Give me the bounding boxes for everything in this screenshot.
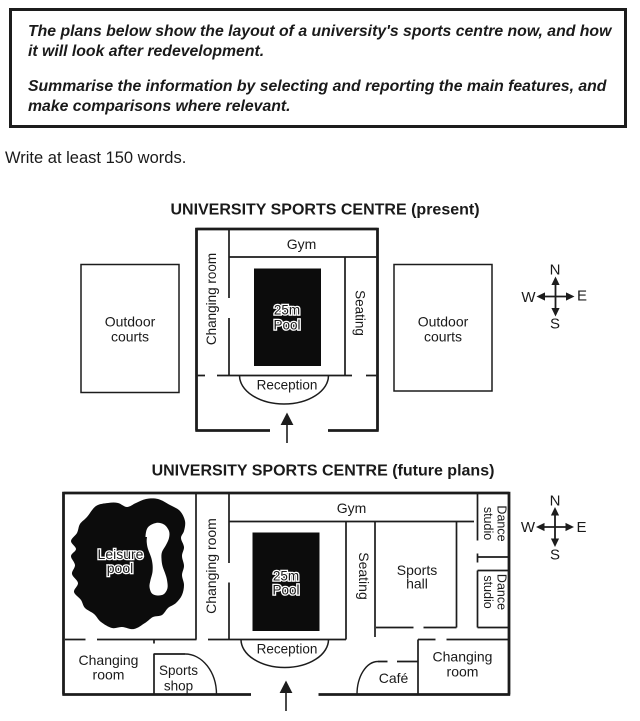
svg-text:N: N <box>550 493 561 510</box>
svg-text:E: E <box>576 519 586 536</box>
svg-text:E: E <box>577 288 587 305</box>
svg-text:Pool: Pool <box>272 583 299 598</box>
svg-text:UNIVERSITY SPORTS CENTRE (pres: UNIVERSITY SPORTS CENTRE (present) <box>170 202 479 219</box>
svg-text:room: room <box>447 664 479 680</box>
svg-text:hall: hall <box>406 576 428 592</box>
svg-text:Changing room: Changing room <box>203 518 219 614</box>
svg-text:Seating: Seating <box>356 552 372 599</box>
svg-text:S: S <box>550 316 560 333</box>
svg-text:studio: studio <box>481 575 495 608</box>
svg-text:Dance: Dance <box>495 505 509 541</box>
svg-text:25m: 25m <box>273 569 299 584</box>
svg-text:W: W <box>521 519 536 536</box>
svg-text:Dance: Dance <box>495 574 509 610</box>
svg-text:Leisure: Leisure <box>98 546 144 562</box>
svg-text:courts: courts <box>424 329 462 345</box>
svg-text:Sports: Sports <box>397 562 437 578</box>
svg-text:Changing: Changing <box>433 649 493 665</box>
svg-text:pool: pool <box>107 560 133 576</box>
svg-text:Gym: Gym <box>287 236 317 252</box>
svg-text:W: W <box>521 289 536 306</box>
svg-text:UNIVERSITY SPORTS CENTRE (futu: UNIVERSITY SPORTS CENTRE (future plans) <box>152 463 495 480</box>
svg-text:Gym: Gym <box>337 500 367 516</box>
svg-text:Outdoor: Outdoor <box>105 314 156 330</box>
svg-text:Changing room: Changing room <box>204 253 219 345</box>
svg-text:Pool: Pool <box>273 318 300 333</box>
svg-text:shop: shop <box>164 679 193 694</box>
svg-text:Reception: Reception <box>257 378 318 393</box>
svg-text:Reception: Reception <box>257 642 318 657</box>
svg-text:Seating: Seating <box>353 290 368 336</box>
svg-text:N: N <box>550 262 561 279</box>
svg-text:studio: studio <box>481 507 495 540</box>
svg-text:room: room <box>93 667 125 683</box>
svg-text:25m: 25m <box>274 303 300 318</box>
svg-text:S: S <box>550 547 560 564</box>
svg-text:Café: Café <box>379 670 409 686</box>
svg-text:courts: courts <box>111 329 149 345</box>
svg-text:Changing: Changing <box>79 652 139 668</box>
svg-text:Sports: Sports <box>159 663 198 678</box>
svg-text:Outdoor: Outdoor <box>418 314 469 330</box>
